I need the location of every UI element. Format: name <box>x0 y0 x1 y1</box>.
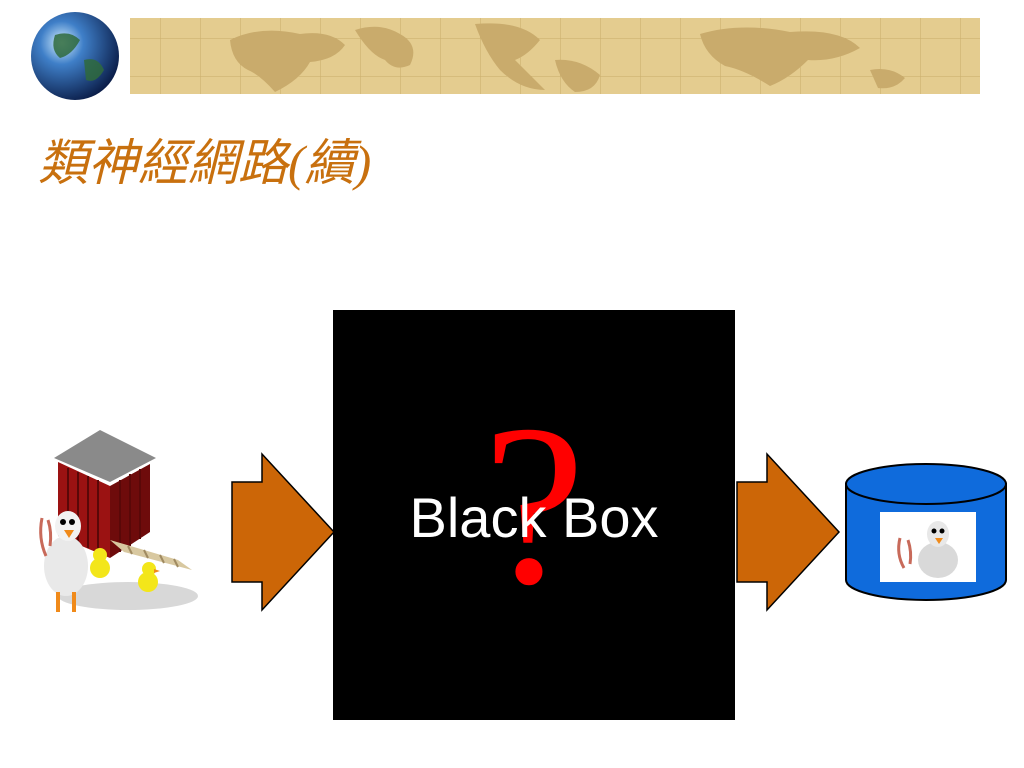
output-arrow-shape <box>736 452 841 612</box>
farm-scene-icon <box>39 430 198 612</box>
input-arrow <box>231 452 336 612</box>
header-banner <box>25 6 980 106</box>
database-icon <box>845 463 1007 601</box>
world-map-icon <box>230 23 905 92</box>
output-arrow <box>736 452 841 612</box>
input-arrow-shape <box>231 452 336 612</box>
slide-title: 類神經網路(續) <box>38 135 372 191</box>
black-box-label: Black Box <box>409 486 659 549</box>
black-box: ? Black Box <box>333 310 735 720</box>
question-mark: ? <box>482 377 586 632</box>
